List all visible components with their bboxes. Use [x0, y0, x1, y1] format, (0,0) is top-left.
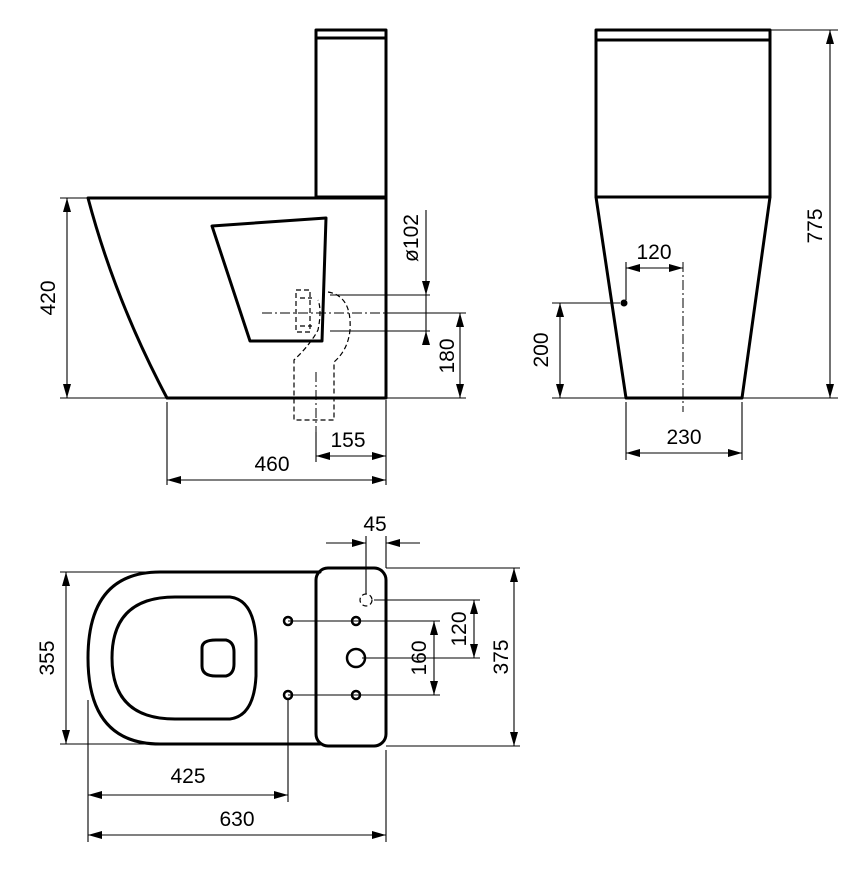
- dim-hole-spacing-b: 160: [408, 640, 431, 675]
- dim-fixing-length: 425: [170, 765, 205, 788]
- dim-hole-spacing-a: 120: [448, 611, 471, 646]
- front-connection-point: [620, 299, 628, 307]
- dim-side-depth: 460: [254, 453, 289, 476]
- side-outlet-pipe: [293, 291, 351, 421]
- dim-pipe-diameter: ø102: [400, 214, 423, 262]
- side-view: 420 ø102 180 155 460: [37, 28, 466, 485]
- dim-base-width: 230: [666, 426, 701, 449]
- water-supply-dashed: [359, 593, 373, 607]
- dim-hole-offset: 45: [363, 513, 386, 536]
- side-seat-window: [210, 216, 328, 343]
- dim-side-height: 420: [37, 280, 60, 315]
- top-view: 45 355 375 120 160 4: [36, 513, 520, 842]
- dim-total-length: 630: [219, 808, 254, 831]
- front-view: 775 120 200 230: [530, 28, 838, 460]
- dim-tank-width: 375: [490, 639, 513, 674]
- dim-bowl-width: 355: [36, 640, 59, 675]
- dim-total-height: 775: [804, 208, 827, 243]
- front-bowl: [594, 195, 772, 400]
- top-drain: [200, 638, 236, 678]
- dim-connection-offset: 120: [636, 241, 671, 264]
- top-bowl-outline: [86, 570, 322, 746]
- dim-outlet-offset: 155: [330, 429, 365, 452]
- top-seat-opening: [110, 595, 258, 721]
- front-cistern: [594, 28, 772, 199]
- side-cistern: [314, 28, 388, 199]
- top-tank: [314, 566, 388, 748]
- dim-connection-height: 200: [530, 332, 553, 367]
- side-outlet-connector: [295, 289, 311, 333]
- dim-outlet-height: 180: [436, 338, 459, 373]
